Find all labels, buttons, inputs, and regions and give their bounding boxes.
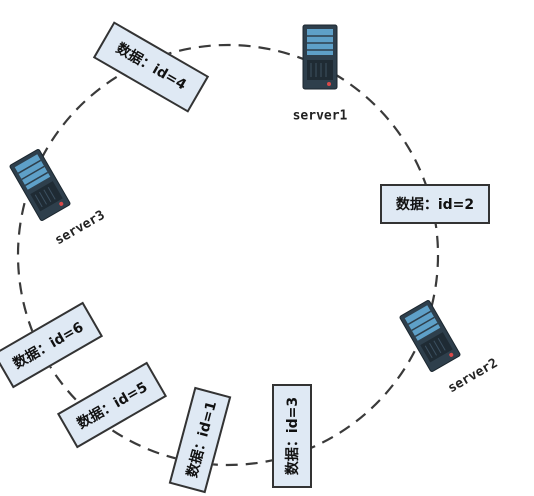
hash-ring — [16, 43, 440, 467]
server1-icon[interactable] — [302, 24, 338, 90]
server1-label: server1 — [292, 108, 348, 124]
data-box-id2[interactable]: 数据：id=2 — [380, 184, 490, 224]
server3-icon[interactable] — [8, 148, 72, 222]
data-box-id3[interactable]: 数据：id=3 — [272, 384, 312, 488]
